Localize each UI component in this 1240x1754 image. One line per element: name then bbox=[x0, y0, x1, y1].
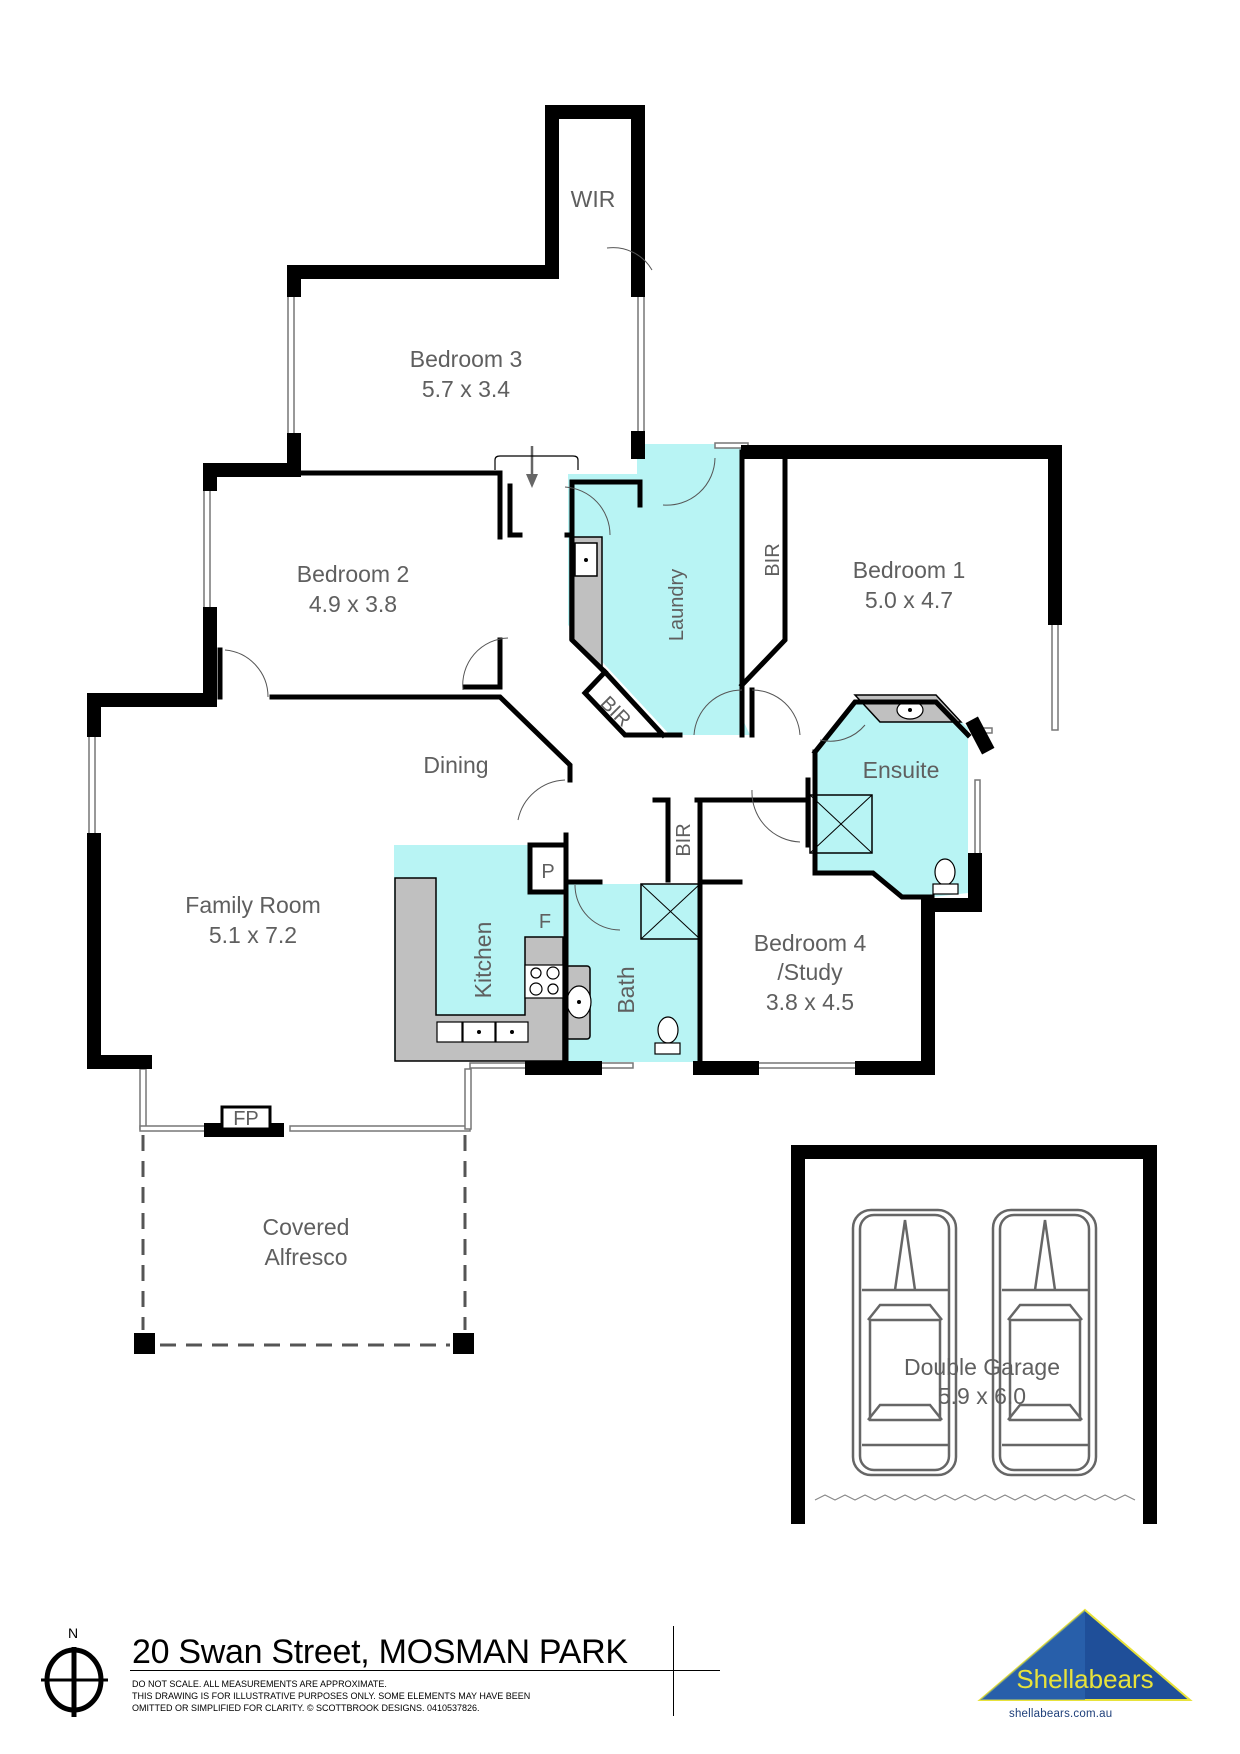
label-bir-bed1: BIR bbox=[762, 543, 784, 576]
door-swings bbox=[224, 247, 866, 931]
label-wir: WIR bbox=[571, 186, 616, 212]
size-bedroom3: 5.7 x 3.4 bbox=[422, 376, 510, 402]
alfresco bbox=[134, 1135, 474, 1354]
label-bedroom3: Bedroom 3 bbox=[410, 346, 523, 372]
label-bedroom4-study: /Study bbox=[777, 959, 843, 985]
label-fridge: F bbox=[539, 911, 551, 933]
label-bir-bed4: BIR bbox=[673, 823, 695, 856]
label-bedroom1: Bedroom 1 bbox=[853, 557, 966, 583]
cooktop-icon bbox=[524, 964, 564, 999]
internal-walls bbox=[207, 449, 972, 1071]
logo-brand: Shellabears bbox=[1016, 1664, 1153, 1694]
label-ensuite: Ensuite bbox=[863, 757, 940, 783]
car-icon bbox=[851, 1208, 958, 1477]
disclaimer-line-2: THIS DRAWING IS FOR ILLUSTRATIVE PURPOSE… bbox=[132, 1691, 531, 1701]
label-fireplace: FP bbox=[233, 1108, 259, 1130]
size-bedroom4: 3.8 x 4.5 bbox=[766, 989, 854, 1015]
kitchen-bench bbox=[394, 877, 564, 1062]
label-pantry: P bbox=[541, 861, 554, 883]
label-bedroom4: Bedroom 4 bbox=[754, 930, 867, 956]
ensuite-toilet-icon bbox=[934, 858, 956, 886]
footer-divider bbox=[673, 1626, 674, 1716]
label-alfresco-2: Alfresco bbox=[264, 1244, 347, 1270]
size-bedroom2: 4.9 x 3.8 bbox=[309, 591, 397, 617]
disclaimer-line-1: DO NOT SCALE. ALL MEASUREMENTS ARE APPRO… bbox=[132, 1679, 387, 1689]
logo-url: shellabears.com.au bbox=[1009, 1708, 1113, 1720]
label-bath: Bath bbox=[613, 966, 639, 1013]
size-family: 5.1 x 7.2 bbox=[209, 922, 297, 948]
disclaimer-line-3: OMITTED OR SIMPLIFIED FOR CLARITY. © SCO… bbox=[132, 1703, 480, 1713]
garage bbox=[791, 1145, 1157, 1524]
footer-rule bbox=[130, 1670, 720, 1671]
compass-n-label: N bbox=[68, 1625, 79, 1641]
address-title: 20 Swan Street, MOSMAN PARK bbox=[132, 1633, 628, 1671]
label-bedroom2: Bedroom 2 bbox=[297, 561, 410, 587]
label-family: Family Room bbox=[185, 892, 320, 918]
garage-door bbox=[814, 1494, 1136, 1501]
north-compass-icon: N bbox=[38, 1625, 118, 1720]
ensuite-floor bbox=[815, 702, 968, 897]
size-garage: 5.9 x 6.0 bbox=[938, 1383, 1026, 1409]
laundry-floor bbox=[568, 444, 750, 735]
external-walls bbox=[87, 105, 1062, 1137]
entry-arrow-icon bbox=[494, 446, 579, 488]
disclaimer: DO NOT SCALE. ALL MEASUREMENTS ARE APPRO… bbox=[132, 1678, 530, 1714]
size-bedroom1: 5.0 x 4.7 bbox=[865, 587, 953, 613]
label-alfresco: Covered bbox=[263, 1214, 350, 1240]
label-garage: Double Garage bbox=[904, 1354, 1060, 1380]
label-laundry: Laundry bbox=[666, 569, 688, 641]
drainer-icon bbox=[436, 1021, 463, 1043]
toilet-icon bbox=[657, 1016, 679, 1044]
label-dining: Dining bbox=[423, 752, 488, 778]
car-icon bbox=[991, 1208, 1098, 1477]
shellabears-logo bbox=[977, 1608, 1193, 1701]
label-kitchen: Kitchen bbox=[470, 922, 496, 999]
